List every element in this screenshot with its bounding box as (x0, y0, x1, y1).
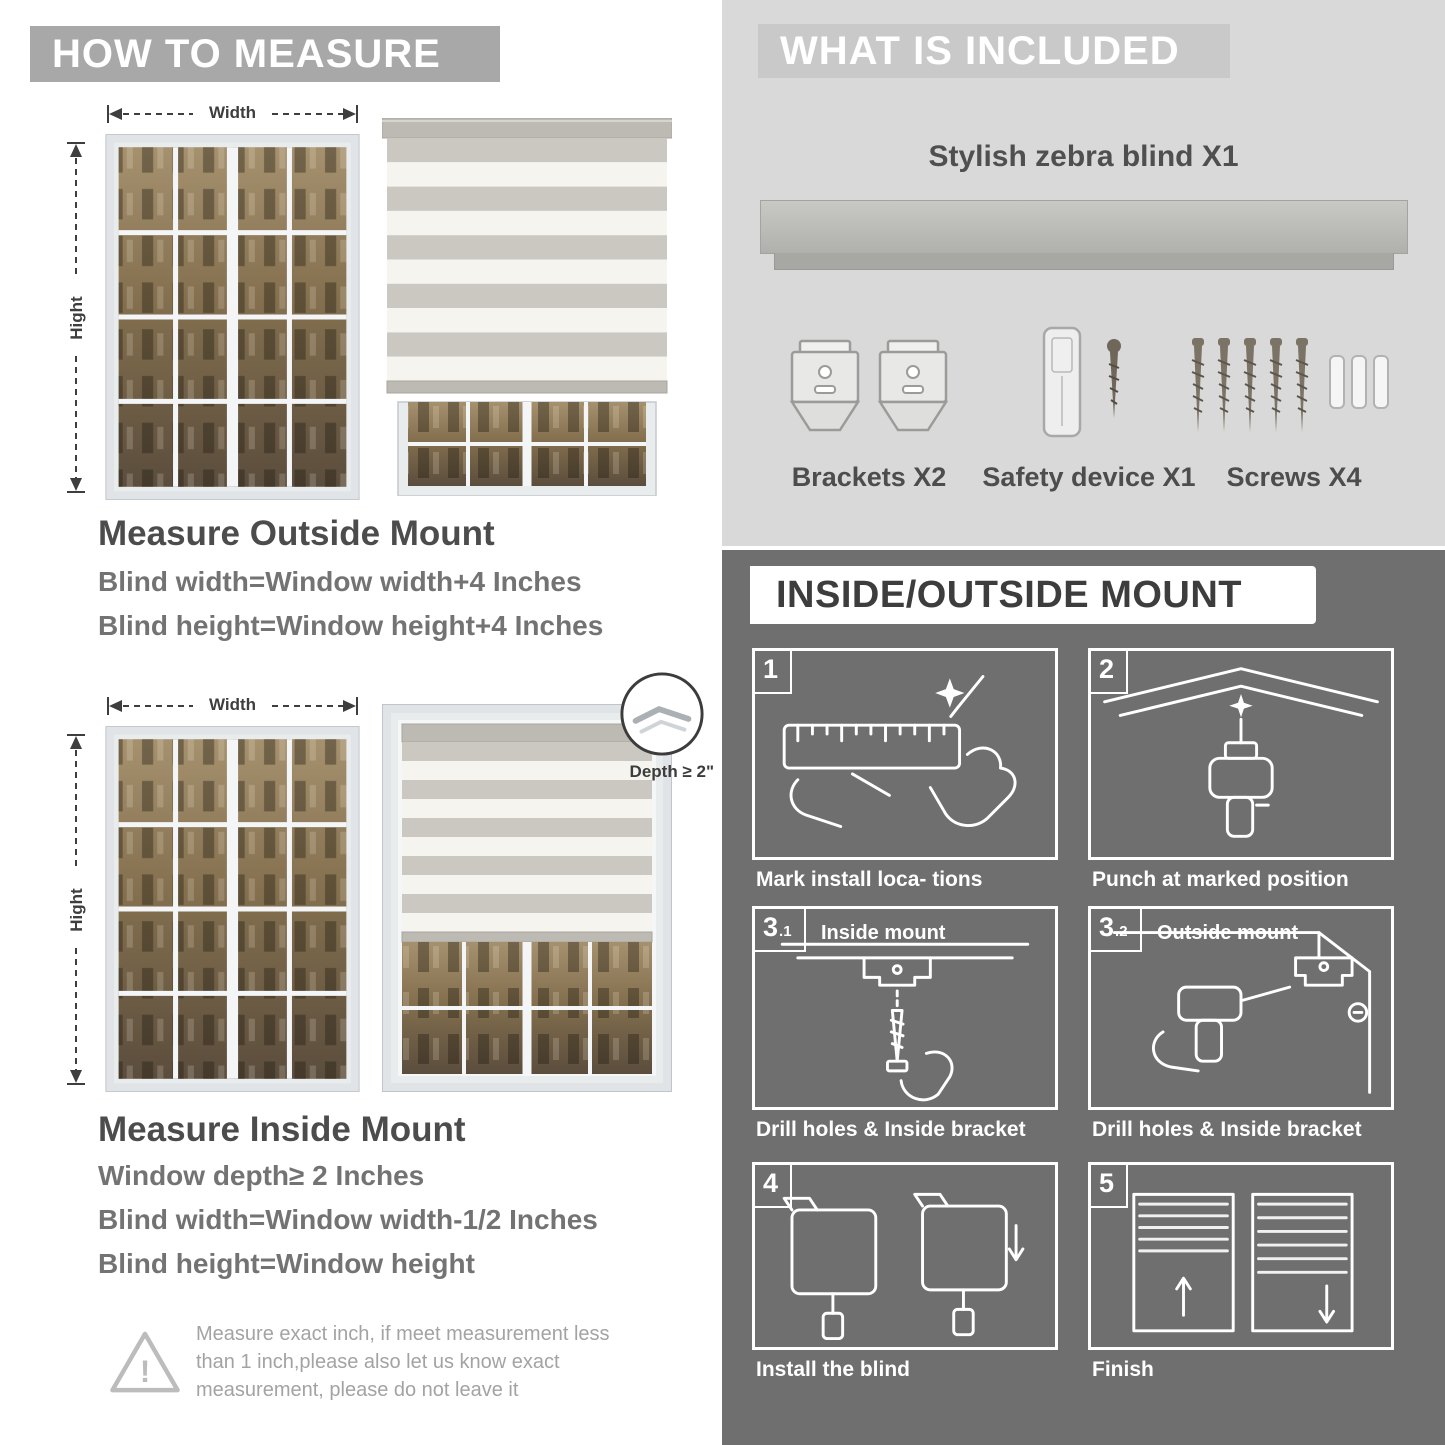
step-number-4: 4 (755, 1165, 793, 1208)
zebra-blind-figure-outside (382, 118, 672, 496)
magnifier-circle-icon (620, 672, 704, 756)
step-cell-3-1: 3 .1 Inside mount (752, 906, 1058, 1110)
step-number-text: 3 (763, 912, 779, 942)
inside-mount-formula-width: Blind width=Window width-1/2 Inches (98, 1204, 598, 1235)
inside-outside-mount-header: INSIDE/OUTSIDE MOUNT (750, 566, 1316, 624)
zebra-blind-inside-illustration (382, 704, 672, 1092)
height-arrow: Hight (66, 732, 88, 1087)
step-number-text: 4 (763, 1168, 779, 1198)
warning-exclamation: ! (140, 1354, 150, 1389)
what-is-included-title: WHAT IS INCLUDED (780, 29, 1180, 73)
window-figure-inside: Width Hight (60, 692, 360, 1097)
inside-mount-formula-depth: Window depth≥ 2 Inches (98, 1160, 425, 1191)
width-arrow-icon (107, 697, 358, 715)
step-cell-5: 5 (1088, 1162, 1394, 1350)
zebra-blind-product-label: Stylish zebra blind X1 (928, 140, 1239, 173)
what-is-included-header: WHAT IS INCLUDED (758, 24, 1230, 78)
outside-mount-title: Measure Outside Mount (98, 514, 495, 553)
step-caption-3-2: Drill holes & Inside bracket (1092, 1118, 1362, 1141)
height-arrow-icon (67, 734, 85, 1085)
step-3-2-illustration (1112, 931, 1372, 1094)
zebra-blind-headrail-bottom (774, 253, 1394, 270)
step-3-1-illustration (780, 942, 1030, 1102)
step-4-illustration (782, 1192, 1025, 1341)
step-title-inside-mount: Inside mount (821, 922, 946, 944)
step-cell-1: 1 (752, 648, 1058, 860)
outside-mount-formula-height: Blind height=Window height+4 Inches (98, 610, 604, 641)
step-number-text: 1 (763, 654, 779, 684)
how-to-measure-header: HOW TO MEASURE (30, 26, 500, 82)
height-label: Hight (67, 883, 87, 936)
step-2-illustration (1103, 667, 1379, 838)
step-caption-1: Mark install loca- tions (756, 868, 983, 891)
outside-mount-formula-width: Blind width=Window width+4 Inches (98, 566, 582, 597)
screws-label: Screws X4 (1226, 462, 1362, 492)
width-arrow: Width (105, 695, 360, 718)
step-number-sub: .1 (779, 923, 792, 940)
measure-note-text: Measure exact inch, if meet measurement … (196, 1323, 610, 1401)
step-caption-3-1: Drill holes & Inside bracket (756, 1118, 1026, 1141)
safety-device-icon (1042, 326, 1121, 438)
step-number-3-2: 3 .2 (1091, 909, 1142, 952)
step-caption-5: Finish (1092, 1358, 1154, 1381)
step-caption-2: Punch at marked position (1092, 868, 1349, 891)
step-5-illustration (1132, 1192, 1354, 1333)
height-arrow-icon (67, 142, 85, 493)
step-number-1: 1 (755, 651, 793, 694)
depth-label: Depth ≥ 2" (629, 762, 714, 781)
zebra-blind-illustration (382, 118, 672, 496)
window-figure-outside: Width Hight (60, 100, 360, 505)
brackets-label: Brackets X2 (791, 462, 947, 492)
step-1-illustration (782, 675, 1017, 828)
step-number-5: 5 (1091, 1165, 1129, 1208)
screws-icon (1191, 338, 1389, 433)
right-column: WHAT IS INCLUDED Stylish zebra blind X1 (722, 0, 1445, 1445)
inside-mount-formula-height: Blind height=Window height (98, 1248, 475, 1279)
outside-mount-figures: Width Hight (60, 100, 675, 505)
inside-mount-figures: Width Hight (60, 672, 714, 1097)
step-number-text: 5 (1099, 1168, 1115, 1198)
how-to-measure-title: HOW TO MEASURE (52, 32, 441, 76)
warning-icon: ! (110, 1331, 180, 1393)
inside-mount-title: Measure Inside Mount (98, 1110, 466, 1149)
step-number-text: 3 (1099, 912, 1115, 942)
height-arrow: Hight (66, 140, 88, 495)
width-arrow: Width (105, 103, 360, 126)
step-number-3-1: 3 .1 (755, 909, 806, 952)
what-is-included-section: WHAT IS INCLUDED Stylish zebra blind X1 (722, 0, 1445, 546)
step-cell-3-2: 3 .2 Outside mount (1088, 906, 1394, 1110)
brackets-icon (790, 339, 948, 432)
zebra-blind-figure-inside: Depth ≥ 2" (382, 672, 714, 1092)
safety-device-label: Safety device X1 (982, 462, 1196, 492)
step-number-text: 2 (1099, 654, 1115, 684)
zebra-blind-headrail-image (760, 200, 1408, 254)
depth-callout (618, 670, 706, 758)
inside-outside-mount-title: INSIDE/OUTSIDE MOUNT (776, 574, 1243, 616)
step-cell-2: 2 (1088, 648, 1394, 860)
step-cell-4: 4 (752, 1162, 1058, 1350)
width-label: Width (204, 695, 261, 715)
height-label: Hight (67, 291, 87, 344)
step-number-2: 2 (1091, 651, 1129, 694)
inside-outside-mount-section: INSIDE/OUTSIDE MOUNT 1 (722, 550, 1445, 1445)
width-label: Width (204, 103, 261, 123)
step-caption-4: Install the blind (756, 1358, 911, 1381)
window-illustration (105, 134, 360, 500)
window-illustration (105, 726, 360, 1092)
how-to-measure-section: HOW TO MEASURE Width (0, 0, 722, 1445)
width-arrow-icon (107, 105, 358, 123)
